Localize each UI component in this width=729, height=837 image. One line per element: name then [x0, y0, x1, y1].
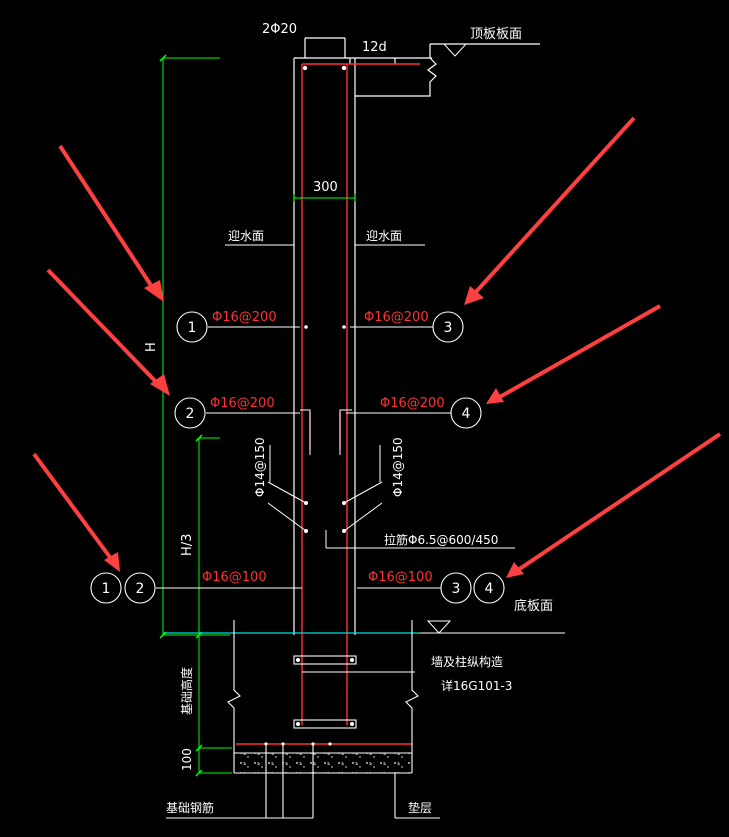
rebar-dots [264, 65, 347, 746]
bottom-right-rebar-label: Φ16@100 [368, 570, 433, 585]
callout-leaders [156, 244, 565, 634]
annotation-arrows [32, 116, 722, 578]
bottom-left-rebar-label: Φ16@100 [202, 570, 267, 585]
face-left-label: 迎水面 [228, 229, 264, 243]
bottom-slab-level-symbol [426, 620, 452, 634]
arrow-upper-right [464, 116, 636, 305]
rebar-1-label: Φ16@200 [212, 310, 277, 325]
rebar-2-label: Φ16@200 [210, 396, 275, 411]
marker-1b: 1 [102, 581, 111, 597]
wall-width-label: 300 [313, 180, 338, 195]
wall-foundation-note-1: 墙及柱纵构造 [431, 654, 503, 669]
u-bar-dots [296, 658, 354, 726]
top-rebar-label: 2Φ20 [262, 22, 297, 37]
marker-4b: 4 [485, 581, 494, 597]
bottom-slab-label: 底板面 [514, 598, 553, 614]
arrow-lower-left [32, 452, 120, 572]
face-right-label: 迎水面 [366, 229, 402, 243]
cushion-layer [234, 753, 412, 773]
cushion-label: 垫层 [408, 800, 432, 815]
dimension-h-label: H [144, 342, 159, 352]
tie-bar-label: 拉筋Φ6.5@600/450 [384, 532, 498, 547]
marker-3b: 3 [452, 581, 461, 597]
marker-circles [90, 311, 505, 604]
anchor-length-label: 12d [362, 40, 387, 55]
top-slab-label: 顶板板面 [470, 27, 522, 42]
dimension-lines [162, 57, 356, 774]
rebar-lines [236, 63, 420, 745]
marker-2a: 2 [186, 406, 195, 422]
arrow-lower-right [506, 432, 722, 578]
haunch-right-label: Φ14@150 [391, 437, 405, 497]
arrow-upper-left [58, 144, 164, 302]
top-slab-level-symbol [442, 43, 468, 57]
foundation-rebar-label: 基础钢筋 [166, 800, 214, 815]
arrow-middle-right [486, 304, 661, 404]
dimension-h3-label: H/3 [180, 534, 195, 556]
marker-2b: 2 [136, 581, 145, 597]
arrow-middle-left [46, 268, 170, 396]
dimension-100-label: 100 [180, 748, 194, 771]
rebar-4-label: Φ16@200 [380, 396, 445, 411]
marker-4a: 4 [462, 406, 471, 422]
haunch-lines [267, 409, 515, 549]
foundation-outline [166, 620, 440, 819]
haunch-left-label: Φ14@150 [253, 437, 267, 497]
marker-1a: 1 [188, 320, 197, 336]
rebar-3-label: Φ16@200 [364, 310, 429, 325]
dimension-foundation-label: 基础高度 [179, 667, 194, 715]
wall-foundation-note-2: 详16G101-3 [441, 678, 512, 693]
marker-3a: 3 [444, 320, 453, 336]
